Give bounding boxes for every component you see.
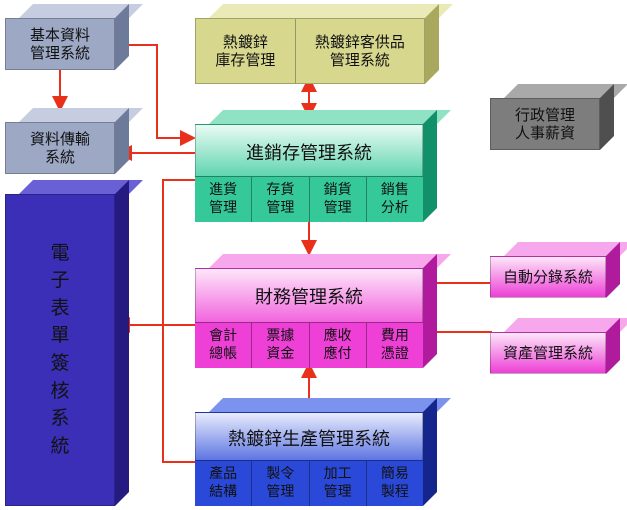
asset-mgmt-block: 資產管理系統 (490, 318, 627, 374)
arrow-basic-to-sales (117, 44, 196, 146)
production-cell-structure: 產品 結構 (195, 460, 252, 506)
auto-journal-block: 自動分錄系統 (490, 242, 627, 298)
finance-cell-ledger: 會計 總帳 (195, 322, 252, 368)
finance-block: 財務管理系統 會計 總帳 票據 資金 應收 應付 費用 憑證 (195, 254, 451, 368)
production-cell-order: 製令 管理 (251, 460, 309, 506)
bus-left (162, 179, 195, 463)
galv-inventory-label: 熱鍍鋅 庫存管理 (215, 33, 276, 69)
e-forms-label: 電 子 表 單 簽 核 系 統 (50, 241, 70, 457)
basic-data-label: 基本資料 管理系統 (29, 26, 90, 62)
galv-top-block: 熱鍍鋅 庫存管理 熱鍍鋅客供品 管理系統 (195, 4, 453, 84)
asset-mgmt-label: 資產管理系統 (502, 344, 593, 362)
admin-hr-block: 行政管理 人事薪資 (490, 84, 627, 150)
admin-hr-label: 行政管理 人事薪資 (514, 106, 575, 142)
finance-title: 財務管理系統 (255, 287, 363, 308)
production-title: 熱鍍鋅生產管理系統 (228, 429, 390, 450)
finance-cell-receivable: 應收 應付 (308, 322, 366, 368)
sales-inventory-title: 進銷存管理系統 (246, 143, 372, 164)
basic-data-block: 基本資料 管理系統 (5, 4, 143, 70)
auto-journal-label: 自動分錄系統 (502, 268, 593, 286)
finance-cell-notes: 票據 資金 (251, 322, 309, 368)
galv-customer-supply-label: 熱鍍鋅客供品 管理系統 (314, 33, 405, 69)
finance-cell-expense: 費用 憑證 (365, 322, 423, 368)
production-block: 熱鍍鋅生產管理系統 產品 結構 製令 管理 加工 管理 簡易 製程 (195, 398, 451, 506)
e-forms-block: 電 子 表 單 簽 核 系 統 (5, 180, 143, 506)
production-cell-process: 加工 管理 (308, 460, 366, 506)
sales-cell-sales: 銷貨 管理 (308, 176, 366, 222)
data-transfer-block: 資料傳輸 系統 (5, 108, 143, 174)
sales-cell-analysis: 銷售 分析 (365, 176, 423, 222)
data-transfer-label: 資料傳輸 系統 (29, 130, 90, 166)
production-cell-simple: 簡易 製程 (365, 460, 423, 506)
sales-cell-purchase: 進貨 管理 (195, 176, 252, 222)
sales-cell-stock: 存貨 管理 (251, 176, 309, 222)
sales-inventory-block: 進銷存管理系統 進貨 管理 存貨 管理 銷貨 管理 銷售 分析 (195, 110, 451, 222)
